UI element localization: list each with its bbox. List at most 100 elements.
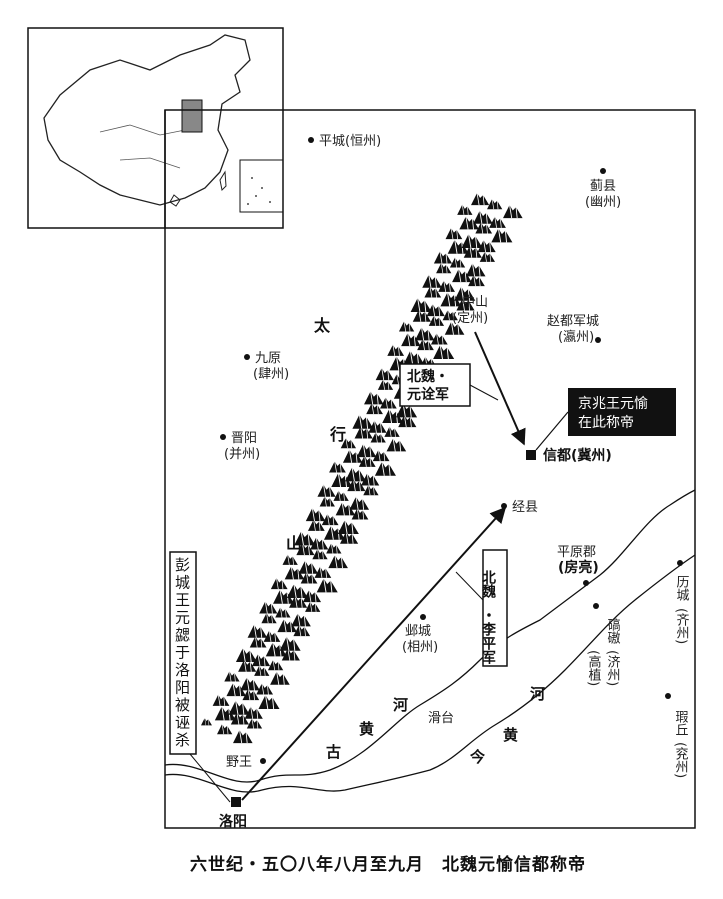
mountain-peak — [261, 612, 278, 624]
mountain-peak — [386, 437, 407, 452]
mountain-peak — [267, 659, 284, 671]
place-pingyuan: 平原郡 — [557, 545, 596, 560]
mountain-peak — [216, 723, 233, 735]
svg-text:元诠军: 元诠军 — [407, 386, 449, 403]
mountain-char-1: 太 — [313, 316, 331, 335]
mountain-peak — [465, 262, 486, 277]
place-jingxian: 经县 — [512, 500, 538, 515]
mountain-peak — [325, 542, 342, 554]
svg-text:北魏: 北魏 — [480, 570, 497, 599]
mountain-peak — [398, 320, 415, 332]
yuanxie-callout-char: 被 — [175, 696, 190, 714]
mountain-peak — [435, 262, 452, 274]
svg-text:京兆王元愉: 京兆王元愉 — [578, 396, 648, 412]
yuanxie-callout-char: 元 — [175, 609, 190, 627]
mountain-peak — [456, 204, 473, 216]
mountain-peak — [449, 256, 466, 268]
mountain-peak — [502, 204, 524, 219]
mountain-peak — [305, 507, 326, 522]
mountain-peak — [363, 390, 385, 405]
mountain-peak — [384, 426, 401, 438]
mountain-peak — [365, 402, 384, 415]
place-zhongshan: 中山 — [462, 295, 488, 310]
mountain-peak — [351, 414, 374, 430]
mountain-peak — [316, 577, 339, 593]
mountain-peak — [270, 577, 288, 590]
main-map-frame — [164, 109, 696, 829]
yuanxie-callout-char: 王 — [175, 591, 190, 609]
new-river-char-2: 黄 — [503, 726, 518, 744]
mountain-peak — [298, 560, 319, 575]
mountain-peak — [445, 227, 463, 240]
svg-text:北魏・: 北魏・ — [407, 368, 449, 385]
mountain-peak — [246, 717, 263, 729]
old-river-char-2: 黄 — [359, 720, 374, 738]
mountain-peak — [223, 670, 240, 682]
place-luoyang: 洛阳 — [219, 813, 247, 830]
yuanxie-callout-char: 城 — [175, 574, 190, 592]
old-river-char-1: 古 — [326, 743, 341, 761]
place-zhaodu: 赵都军城 — [547, 314, 599, 329]
yuanxie-callout-char: 杀 — [175, 731, 190, 749]
mountain-peak — [286, 583, 309, 599]
yuanxie-callout-char: 洛 — [175, 661, 190, 679]
luoyang-capital-marker — [231, 797, 241, 807]
mountain-peak — [249, 635, 267, 648]
mountain-peak — [414, 326, 436, 341]
mountain-peak — [274, 606, 291, 618]
yuanxie-callout-char: 勰 — [175, 626, 190, 644]
mountain-peak — [290, 612, 312, 627]
place-jinyang-sub: (并州) — [224, 447, 260, 462]
mountain-peak — [327, 554, 349, 569]
mountain-peak — [362, 484, 379, 496]
place-yecheng-sub: (相州) — [402, 640, 438, 655]
place-pingcheng: 平城(恒州) — [319, 134, 381, 149]
place-qiao-sub1: (济州) — [605, 650, 621, 686]
taihang-mountains — [200, 192, 524, 744]
mountain-peak — [421, 274, 443, 289]
yuanyu-callout: 京兆王元愉 在此称帝 — [535, 388, 676, 451]
place-xindu: 信都(冀州) — [543, 447, 612, 464]
place-qiao-sub2: (高植) — [586, 650, 602, 686]
xindu-capital-marker — [526, 450, 536, 460]
mountain-peak — [428, 315, 445, 327]
vertical-place-labels: 历城 (齐州) 碻磝 (济州)(高植) 瑕丘 (兖州) — [586, 575, 690, 778]
place-xiaqiu: 瑕丘 — [673, 710, 689, 736]
place-yecheng: 邺城 — [405, 624, 431, 639]
mountain-peak — [235, 647, 258, 663]
mountain-peak — [386, 344, 405, 357]
mountain-peak — [200, 717, 213, 726]
place-huatai: 滑台 — [428, 711, 454, 726]
mountain-peak — [377, 379, 394, 391]
mountain-peak — [319, 495, 336, 507]
mountain-peak — [432, 344, 455, 360]
mountain-peak — [239, 676, 261, 691]
mountain-peak — [282, 554, 299, 566]
yuanxie-callout-char: 阳 — [175, 679, 190, 697]
place-jiuyuan-sub: (肆州) — [253, 367, 289, 382]
mountain-peak — [328, 460, 347, 473]
mountain-peak — [479, 251, 496, 263]
mountain-peak — [247, 624, 268, 639]
mountain-peak — [344, 466, 367, 482]
mountain-peak — [228, 700, 251, 716]
mountain-char-3: 山 — [286, 534, 302, 553]
old-yellow-river — [164, 489, 696, 783]
place-pingyuan-sub: (房亮) — [558, 559, 599, 576]
place-licheng-sub: (齐州) — [674, 608, 690, 644]
mountain-peak — [257, 694, 280, 710]
mountain-peak — [232, 729, 254, 744]
mountain-peak — [212, 694, 230, 707]
mountain-char-2: 行 — [329, 425, 346, 444]
place-markers — [220, 137, 683, 764]
yuanxie-callout-char: 于 — [175, 644, 190, 662]
place-xiaqiu-sub: (兖州) — [673, 742, 689, 778]
mountain-peak — [402, 350, 425, 366]
new-river-char-1: 今 — [469, 748, 485, 766]
lipin-army-arrow — [241, 506, 507, 801]
mountain-peak — [304, 601, 321, 613]
place-qiao: 碻磝 — [605, 617, 621, 645]
mountain-peak — [490, 227, 513, 243]
place-licheng: 历城 — [674, 575, 690, 602]
